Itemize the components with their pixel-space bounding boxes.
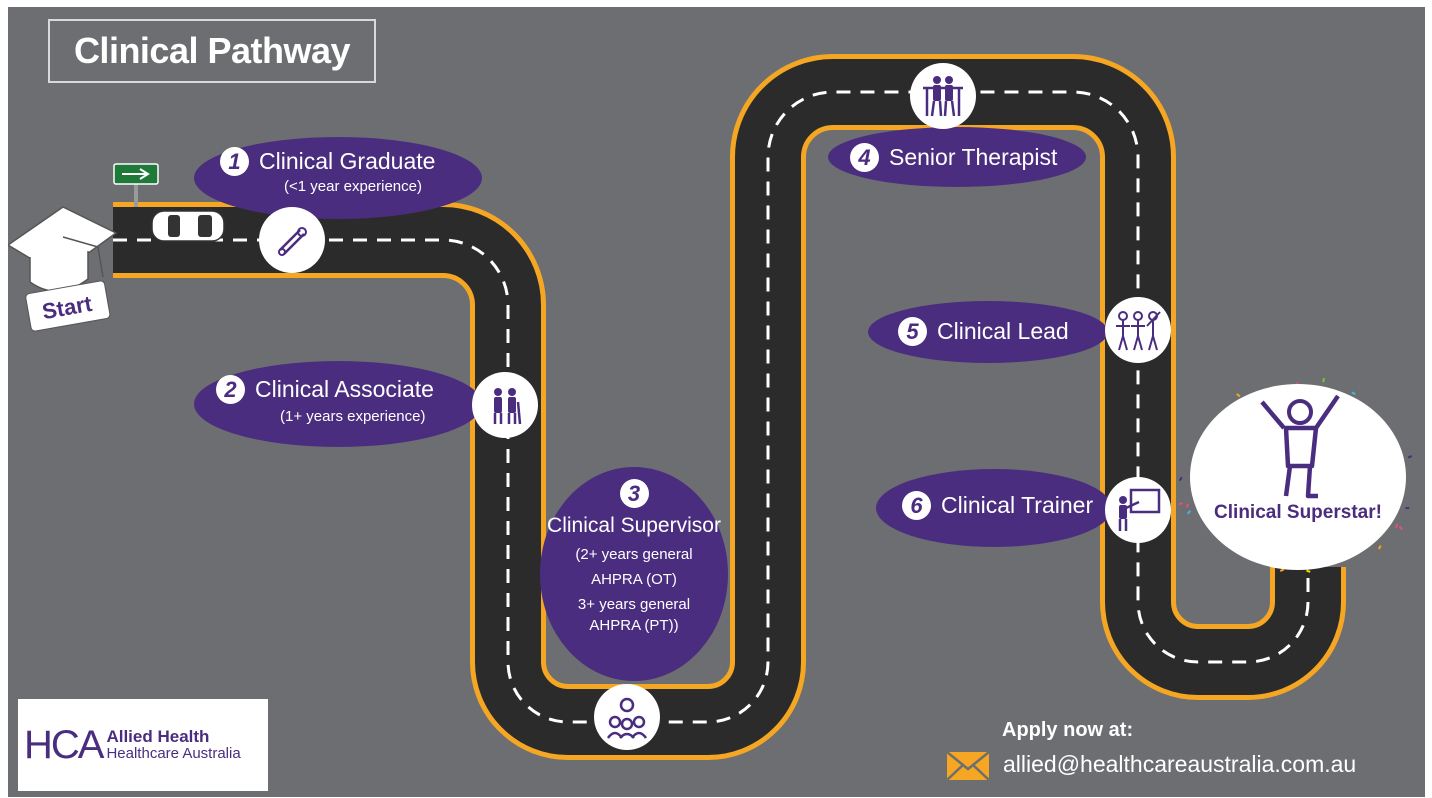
page-title: Clinical Pathway	[48, 19, 376, 83]
stage-1-label: 1 Clinical Graduate (<1 year experience)	[194, 137, 482, 219]
confetti-piece	[1377, 545, 1382, 550]
stage-5-title: Clinical Lead	[937, 318, 1069, 344]
stage-6-number: 6	[902, 491, 931, 520]
confetti-piece	[1279, 568, 1285, 572]
stage-5-number: 5	[898, 317, 927, 346]
stage-6-icon-circle	[1105, 477, 1171, 543]
stage-2-subtitle: (1+ years experience)	[280, 408, 426, 425]
start-tag	[25, 280, 111, 332]
apply-heading: Apply now at:	[1002, 719, 1134, 741]
road-sign-icon	[113, 163, 159, 207]
celebrating-person-icon	[1260, 394, 1340, 499]
teacher-board-icon	[1118, 488, 1161, 531]
goal-label: Clinical Superstar!	[1214, 502, 1382, 523]
stage-5-icon-circle	[1105, 297, 1171, 363]
confetti-piece	[1395, 523, 1399, 529]
hca-logo: HCA Allied Health Healthcare Australia	[18, 699, 268, 791]
confetti-piece	[1178, 502, 1184, 506]
stage-4-icon-circle	[910, 63, 976, 129]
confetti-piece	[1185, 503, 1189, 508]
logo-mark: HCA	[24, 722, 104, 767]
stage-6-title: Clinical Trainer	[941, 492, 1094, 518]
clinical-superstar-goal: Clinical Superstar!	[1190, 384, 1406, 570]
road-centre-line	[113, 90, 1310, 724]
stage-4-label: 4 Senior Therapist	[828, 127, 1086, 187]
confetti-piece	[1351, 391, 1356, 396]
stage-4-title: Senior Therapist	[889, 144, 1058, 170]
stage-3-title: Clinical Supervisor	[547, 514, 721, 537]
car-icon	[151, 210, 225, 242]
helping-person-icon	[493, 388, 522, 425]
team-icon	[606, 697, 648, 739]
road-svg	[8, 54, 1413, 760]
stage-3-label: 3 Clinical Supervisor (2+ years general …	[540, 467, 728, 681]
logo-line-1: Allied Health	[106, 727, 210, 746]
confetti-piece	[1306, 569, 1311, 573]
stage-3-icon-circle	[594, 684, 660, 750]
confetti-piece	[1236, 393, 1241, 398]
stage-1-title: Clinical Graduate	[259, 148, 436, 174]
graduation-cap-icon	[8, 206, 118, 293]
confetti-piece	[1398, 525, 1404, 531]
confetti-piece	[1186, 510, 1192, 515]
confetti-piece	[1322, 378, 1325, 383]
confetti-piece	[1405, 506, 1410, 510]
stage-1-number: 1	[220, 147, 249, 176]
stage-3-number: 3	[619, 479, 649, 508]
stage-1-icon-circle	[259, 207, 325, 273]
confetti-piece	[1407, 455, 1413, 459]
stage-2-label: 2 Clinical Associate (1+ years experience…	[194, 361, 482, 447]
apply-email-link[interactable]: allied@healthcareaustralia.com.au	[1003, 751, 1357, 777]
scroll-icon	[278, 227, 307, 256]
stage-5-label: 5 Clinical Lead	[868, 301, 1108, 363]
confetti-piece	[1178, 476, 1183, 482]
envelope-icon	[946, 751, 990, 781]
stage-2-title: Clinical Associate	[255, 376, 434, 402]
stage-4-number: 4	[850, 143, 879, 172]
stage-3-line-4: AHPRA (PT))	[589, 617, 679, 634]
group-people-icon	[1116, 311, 1161, 351]
stage-3-line-1: (2+ years general	[575, 546, 693, 563]
stage-6-label: 6 Clinical Trainer	[876, 469, 1112, 547]
stage-3-line-2: AHPRA (OT)	[591, 571, 677, 588]
stage-1-subtitle: (<1 year experience)	[284, 178, 422, 195]
stage-2-number: 2	[216, 375, 245, 404]
stage-3-line-3: 3+ years general	[577, 596, 691, 613]
parallel-bars-icon	[923, 76, 963, 117]
stage-2-icon-circle	[472, 372, 538, 438]
logo-line-2: Healthcare Australia	[106, 745, 241, 762]
